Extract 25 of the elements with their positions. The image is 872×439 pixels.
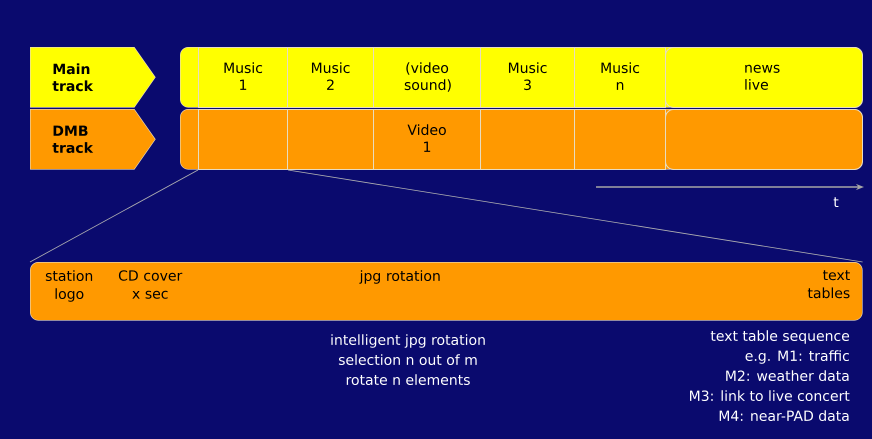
- segment-label: station logo: [46, 270, 92, 302]
- note-text: selection n out of m: [338, 354, 477, 366]
- segment-cell: Music 1: [198, 47, 288, 108]
- segment-cell: Music n: [574, 47, 666, 108]
- note-text: M3: link to live concert: [690, 390, 850, 402]
- track-bar: [180, 47, 863, 108]
- zoom-line: [30, 170, 198, 262]
- track-bar: [30, 262, 863, 321]
- segment-label: CD cover x sec: [118, 270, 182, 299]
- segment-label: text tables: [808, 270, 850, 298]
- track-bar: [180, 109, 863, 170]
- zoom-line: [288, 170, 863, 262]
- note-text: intelligent jpg rotation: [331, 334, 485, 348]
- note-text: e.g. M1: traffic: [746, 350, 849, 364]
- segment-cell: Music 3: [480, 47, 575, 108]
- segment-cell: (video sound): [373, 47, 481, 108]
- note-text: text table sequence: [710, 330, 850, 344]
- segment-cell: Music 2: [287, 47, 374, 108]
- segment-cell: news live: [665, 47, 863, 108]
- note-text: M4: near-PAD data: [720, 410, 849, 422]
- note-text: M2: weather data: [726, 370, 849, 382]
- segment-label: jpg rotation: [359, 270, 440, 284]
- axis-label: t: [834, 197, 838, 208]
- note-text: rotate n elements: [346, 374, 470, 386]
- segment-cell: Video 1: [373, 109, 481, 170]
